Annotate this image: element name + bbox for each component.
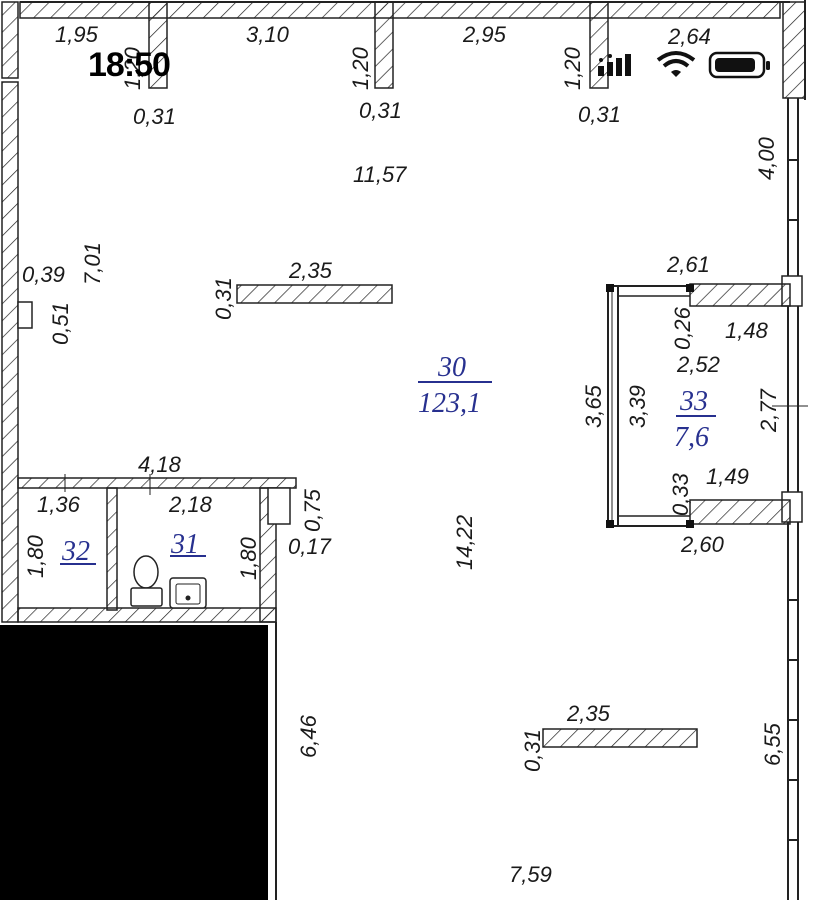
dim-room33-wall-bot: 1,49	[706, 464, 749, 489]
room-32-number: 32	[61, 536, 90, 567]
dim-room33-outer-h: 3,65	[581, 384, 606, 428]
dim-wall-top-len: 2,35	[288, 258, 333, 283]
dim-pier-2: 1,20	[348, 46, 373, 90]
dim-left-height: 7,01	[80, 242, 105, 285]
status-time: 18:50	[88, 46, 171, 84]
toilet-icon	[130, 555, 163, 607]
dim-room33-top: 2,61	[666, 252, 710, 277]
outer-wall-top	[19, 1, 790, 19]
dim-bath32-h: 1,80	[23, 534, 48, 578]
room-33-walls	[606, 283, 791, 528]
dim-niche-w: 0,17	[288, 534, 332, 559]
dim-bath32-w: 1,36	[37, 492, 81, 517]
dim-left-small-2: 0,51	[48, 302, 73, 345]
room-33-number: 33	[679, 386, 708, 417]
dim-wall-bot-len: 2,35	[566, 701, 611, 726]
room-31-number: 31	[170, 529, 199, 560]
dim-niche-h: 0,75	[300, 488, 325, 532]
dim-top-2: 3,10	[246, 22, 290, 47]
outer-wall-left	[1, 1, 19, 623]
pier-1	[148, 1, 168, 89]
battery-icon	[708, 51, 770, 79]
status-icons	[598, 51, 770, 79]
dim-top-1: 1,95	[55, 22, 99, 47]
dim-center-height: 14,22	[452, 515, 477, 570]
dim-room33-gap-top: 0,26	[670, 306, 695, 350]
outer-wall-right	[772, 98, 808, 900]
room-33-area: 7,6	[674, 422, 709, 453]
dim-center-width: 11,57	[353, 162, 407, 187]
dim-left-small-1: 0,39	[22, 262, 65, 287]
partition-wall-bottom	[542, 728, 698, 748]
dim-bath31-w: 2,18	[168, 492, 213, 517]
dim-pier-3: 1,20	[560, 46, 585, 90]
dim-bath-total: 4,18	[138, 452, 182, 477]
pier-2	[374, 1, 394, 89]
room-30-area: 123,1	[418, 388, 481, 419]
dim-top-3: 2,95	[462, 22, 507, 47]
bathroom-walls	[17, 474, 297, 623]
dim-room33-inner-h: 3,39	[625, 385, 650, 428]
dim-room33-bottom: 2,60	[680, 532, 725, 557]
wifi-icon	[656, 51, 696, 77]
dim-pier-1: 1,20	[120, 46, 145, 90]
dim-right-lower: 6,55	[760, 722, 785, 766]
dim-pier-w-3: 0,31	[578, 102, 621, 127]
dim-room33-inner-w: 2,52	[676, 352, 720, 377]
dim-room33-wall-top: 1,48	[725, 318, 769, 343]
dim-room33-gap-bot: 0,33	[668, 472, 693, 516]
dim-left-lower: 6,46	[296, 714, 321, 758]
dim-right-top: 4,00	[754, 136, 779, 180]
dim-pier-w-1: 0,31	[133, 104, 176, 129]
dim-bath31-h: 1,80	[236, 536, 261, 580]
dim-bottom-width: 7,59	[509, 862, 552, 887]
left-niche	[17, 301, 33, 329]
dim-wall-top-thk: 0,31	[211, 277, 236, 320]
room-30-number: 30	[437, 352, 466, 383]
dim-wall-bot-thk: 0,31	[520, 729, 545, 772]
partition-wall-top	[236, 284, 393, 304]
status-bar: 18:50	[0, 40, 823, 90]
redacted-area	[0, 625, 268, 900]
dim-room33-right-h: 2,77	[756, 388, 781, 433]
dim-top-4: 2,64	[667, 24, 711, 49]
sink-icon	[169, 577, 207, 609]
dim-pier-w-2: 0,31	[359, 98, 402, 123]
cellular-signal-icon	[598, 54, 631, 76]
